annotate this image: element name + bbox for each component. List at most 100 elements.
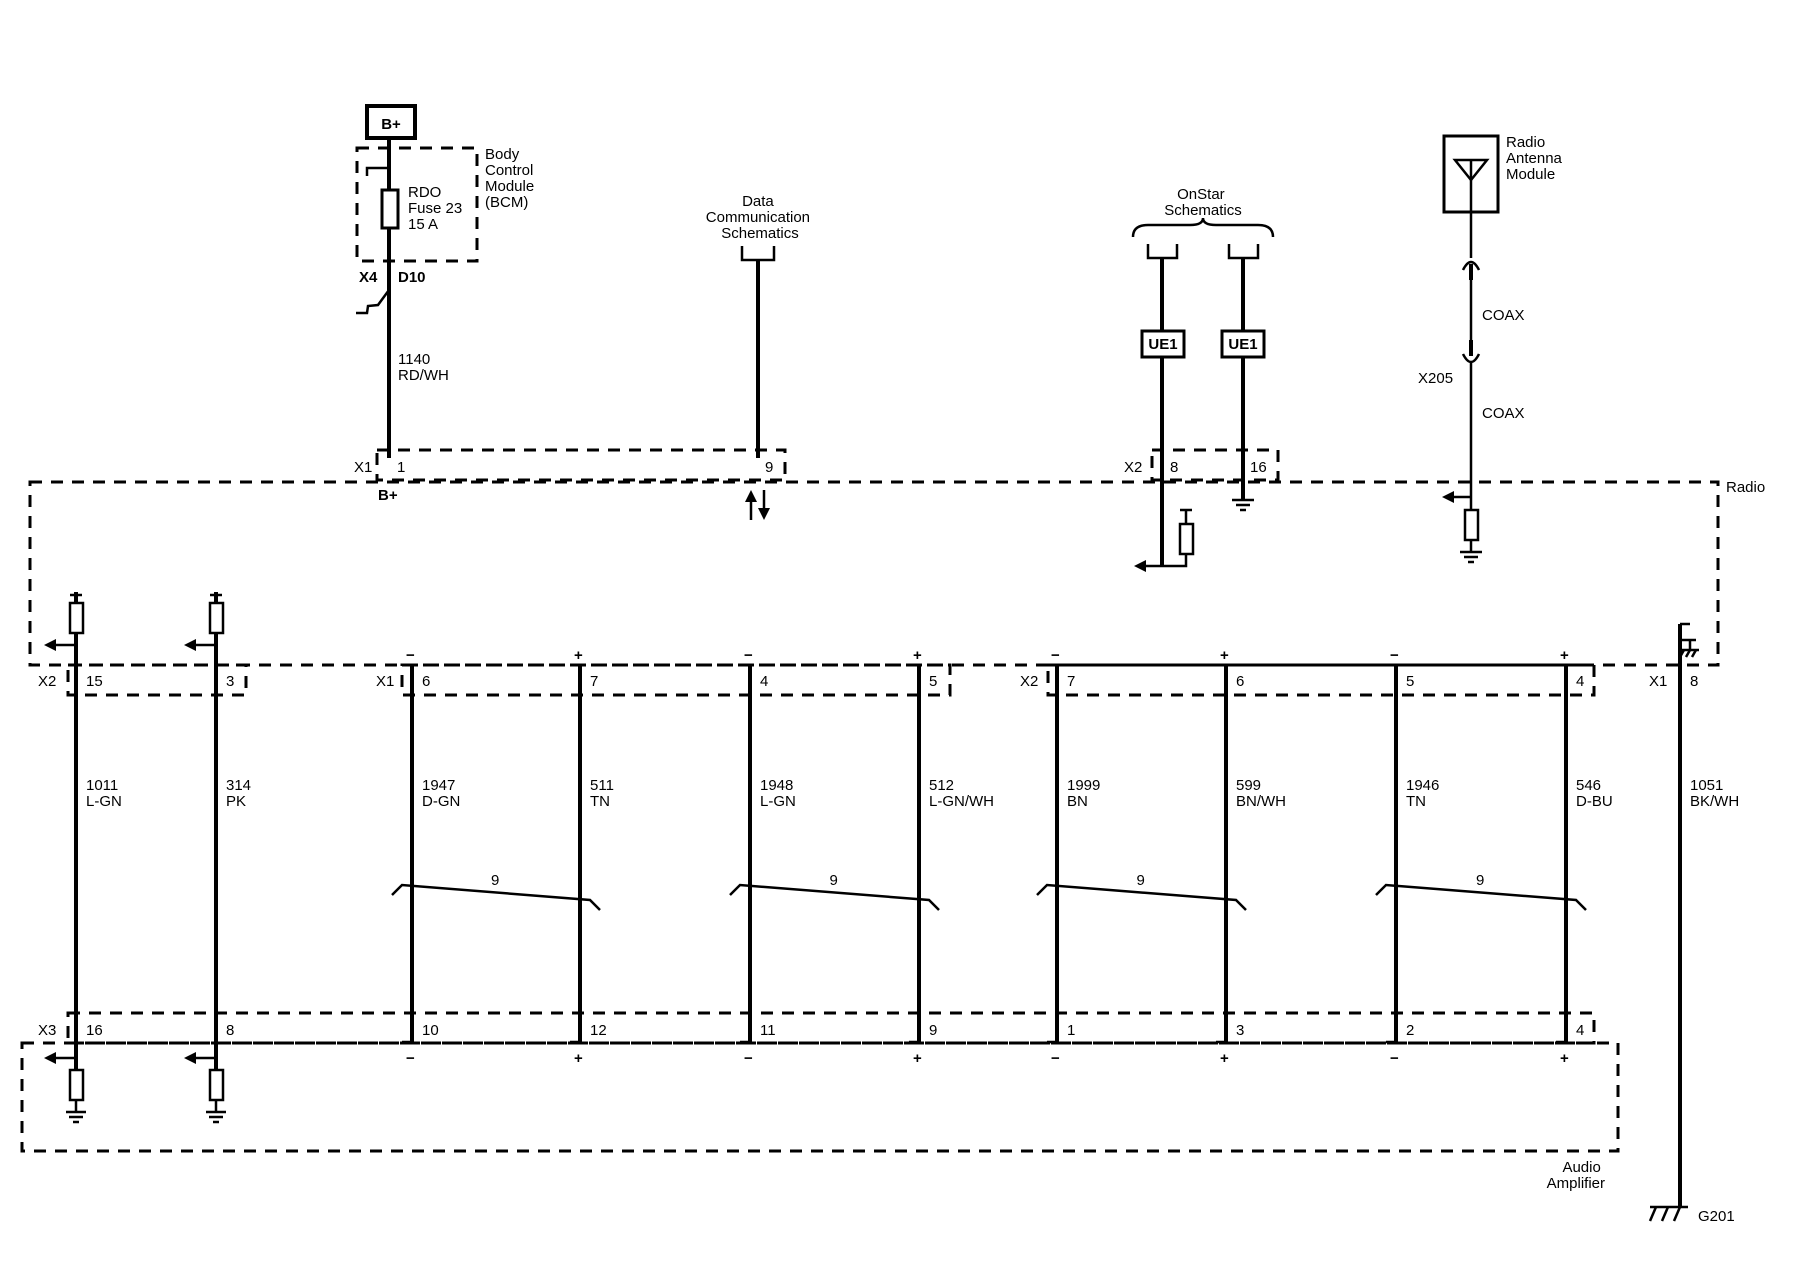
radio-x2-mid-connector [1046, 663, 1596, 697]
arrow-left-icon [44, 1052, 56, 1064]
splice-bracket [909, 663, 919, 1044]
radio-x1-mid-connector [400, 663, 952, 697]
twist-count-label: 9 [1137, 872, 1145, 889]
twist-count-label: 9 [1476, 872, 1484, 889]
radio-x1-mid-label: X1 [376, 673, 394, 690]
radio-pin-16: 16 [1250, 459, 1267, 476]
radio-pin-label: 7 [1067, 673, 1075, 690]
radio-pin-label: 7 [590, 673, 598, 690]
polarity-bottom: + [1560, 1050, 1569, 1067]
bcm-connector-x4: X4 [359, 269, 378, 286]
onstar-connector-symbol-right [1227, 244, 1260, 260]
splice-bracket [740, 663, 750, 1044]
splice-bracket [402, 663, 412, 1044]
radio-module-label: Radio [1726, 479, 1765, 496]
bcm-pin-d10: D10 [398, 269, 426, 286]
polarity-top: − [744, 647, 753, 664]
fuse-label: RDO Fuse 23 15 A [408, 184, 466, 233]
coax-label-lower: COAX [1482, 405, 1525, 422]
onstar-ue1-box-left [1140, 329, 1186, 359]
ground-g201-label: G201 [1698, 1208, 1735, 1225]
radio-x2-left-label: X2 [38, 673, 56, 690]
amp-pin-label: 12 [590, 1022, 607, 1039]
arrow-left-icon [184, 639, 196, 651]
radio-bplus-label: B+ [378, 487, 398, 504]
polarity-top: + [913, 647, 922, 664]
onstar-ue1-label-right: UE1 [1228, 336, 1257, 353]
onstar-ue1-box-right [1220, 329, 1266, 359]
amp-pin-label: 11 [760, 1022, 776, 1039]
amp-resistor-icon [208, 1068, 225, 1102]
splice-bracket [1386, 663, 1396, 1044]
amp-pin-label: 8 [226, 1022, 234, 1039]
twist-count-label: 9 [491, 872, 499, 889]
ground-g201-icon [1648, 1205, 1688, 1222]
radio-pin-8: 8 [1170, 459, 1178, 476]
bcm-name: Body Control Module (BCM) [485, 146, 538, 211]
polarity-top: − [1390, 647, 1399, 664]
radio-pin-9: 9 [765, 459, 773, 476]
polarity-top: + [1560, 647, 1569, 664]
polarity-bottom: − [1051, 1050, 1060, 1067]
battery-positive-label: B+ [381, 116, 401, 133]
radio-pin-label: 6 [1236, 673, 1244, 690]
arrow-left-icon [44, 639, 56, 651]
antenna-module-label: Radio Antenna Module [1506, 134, 1566, 183]
onstar-ue1-label-left: UE1 [1148, 336, 1177, 353]
radio-x2-left-connector [66, 663, 248, 697]
fuse-symbol [380, 188, 400, 230]
onstar-connector-symbol-left [1146, 244, 1179, 260]
radio-pin-1: 1 [397, 459, 405, 476]
radio-resistor-icon [68, 601, 85, 635]
data-communication-reference: Data Communication Schematics [706, 193, 814, 242]
twisted-pair-marker [1375, 883, 1587, 911]
twist-count-label: 9 [830, 872, 838, 889]
amp-pin-label: 3 [1236, 1022, 1244, 1039]
bidirectional-arrow-icon [745, 490, 770, 520]
radio-x1-right-label: X1 [1649, 673, 1667, 690]
polarity-bottom: − [1390, 1050, 1399, 1067]
radio-pin-label: 6 [422, 673, 430, 690]
polarity-bottom: − [406, 1050, 415, 1067]
amp-pin-label: 4 [1576, 1022, 1584, 1039]
twisted-pair-marker [1036, 883, 1247, 911]
splice-bracket [1216, 663, 1226, 1044]
amplifier-x3-connector [66, 1011, 1596, 1045]
antenna-input-icon [1442, 491, 1482, 564]
ground-icon [66, 1110, 86, 1124]
twisted-pair-marker [391, 883, 601, 911]
amplifier-x3-label: X3 [38, 1022, 56, 1039]
polarity-top: − [1051, 647, 1060, 664]
data-comm-connector-symbol [740, 246, 776, 262]
polarity-bottom: − [744, 1050, 753, 1067]
audio-amplifier-label: Audio Amplifier [1547, 1159, 1605, 1192]
radio-resistor-icon [208, 601, 225, 635]
radio-pin-label: 4 [1576, 673, 1584, 690]
polarity-top: + [574, 647, 583, 664]
amp-pin-label: 10 [422, 1022, 439, 1039]
radio-x2-top-label: X2 [1124, 459, 1142, 476]
radio-x2-mid-label: X2 [1020, 673, 1038, 690]
splice-bracket [570, 663, 580, 1044]
wire-1140-label: 1140 RD/WH [398, 351, 449, 384]
twisted-pair-marker [729, 883, 940, 911]
audio-amplifier-box [20, 1041, 1620, 1153]
onstar-reference: OnStar Schematics [1164, 186, 1242, 219]
radio-x2-top-connector [1150, 448, 1280, 482]
connector-x205: X205 [1418, 370, 1453, 387]
radio-pin-label: 5 [929, 673, 937, 690]
polarity-bottom: + [1220, 1050, 1229, 1067]
radio-x1-top-connector [375, 448, 787, 482]
